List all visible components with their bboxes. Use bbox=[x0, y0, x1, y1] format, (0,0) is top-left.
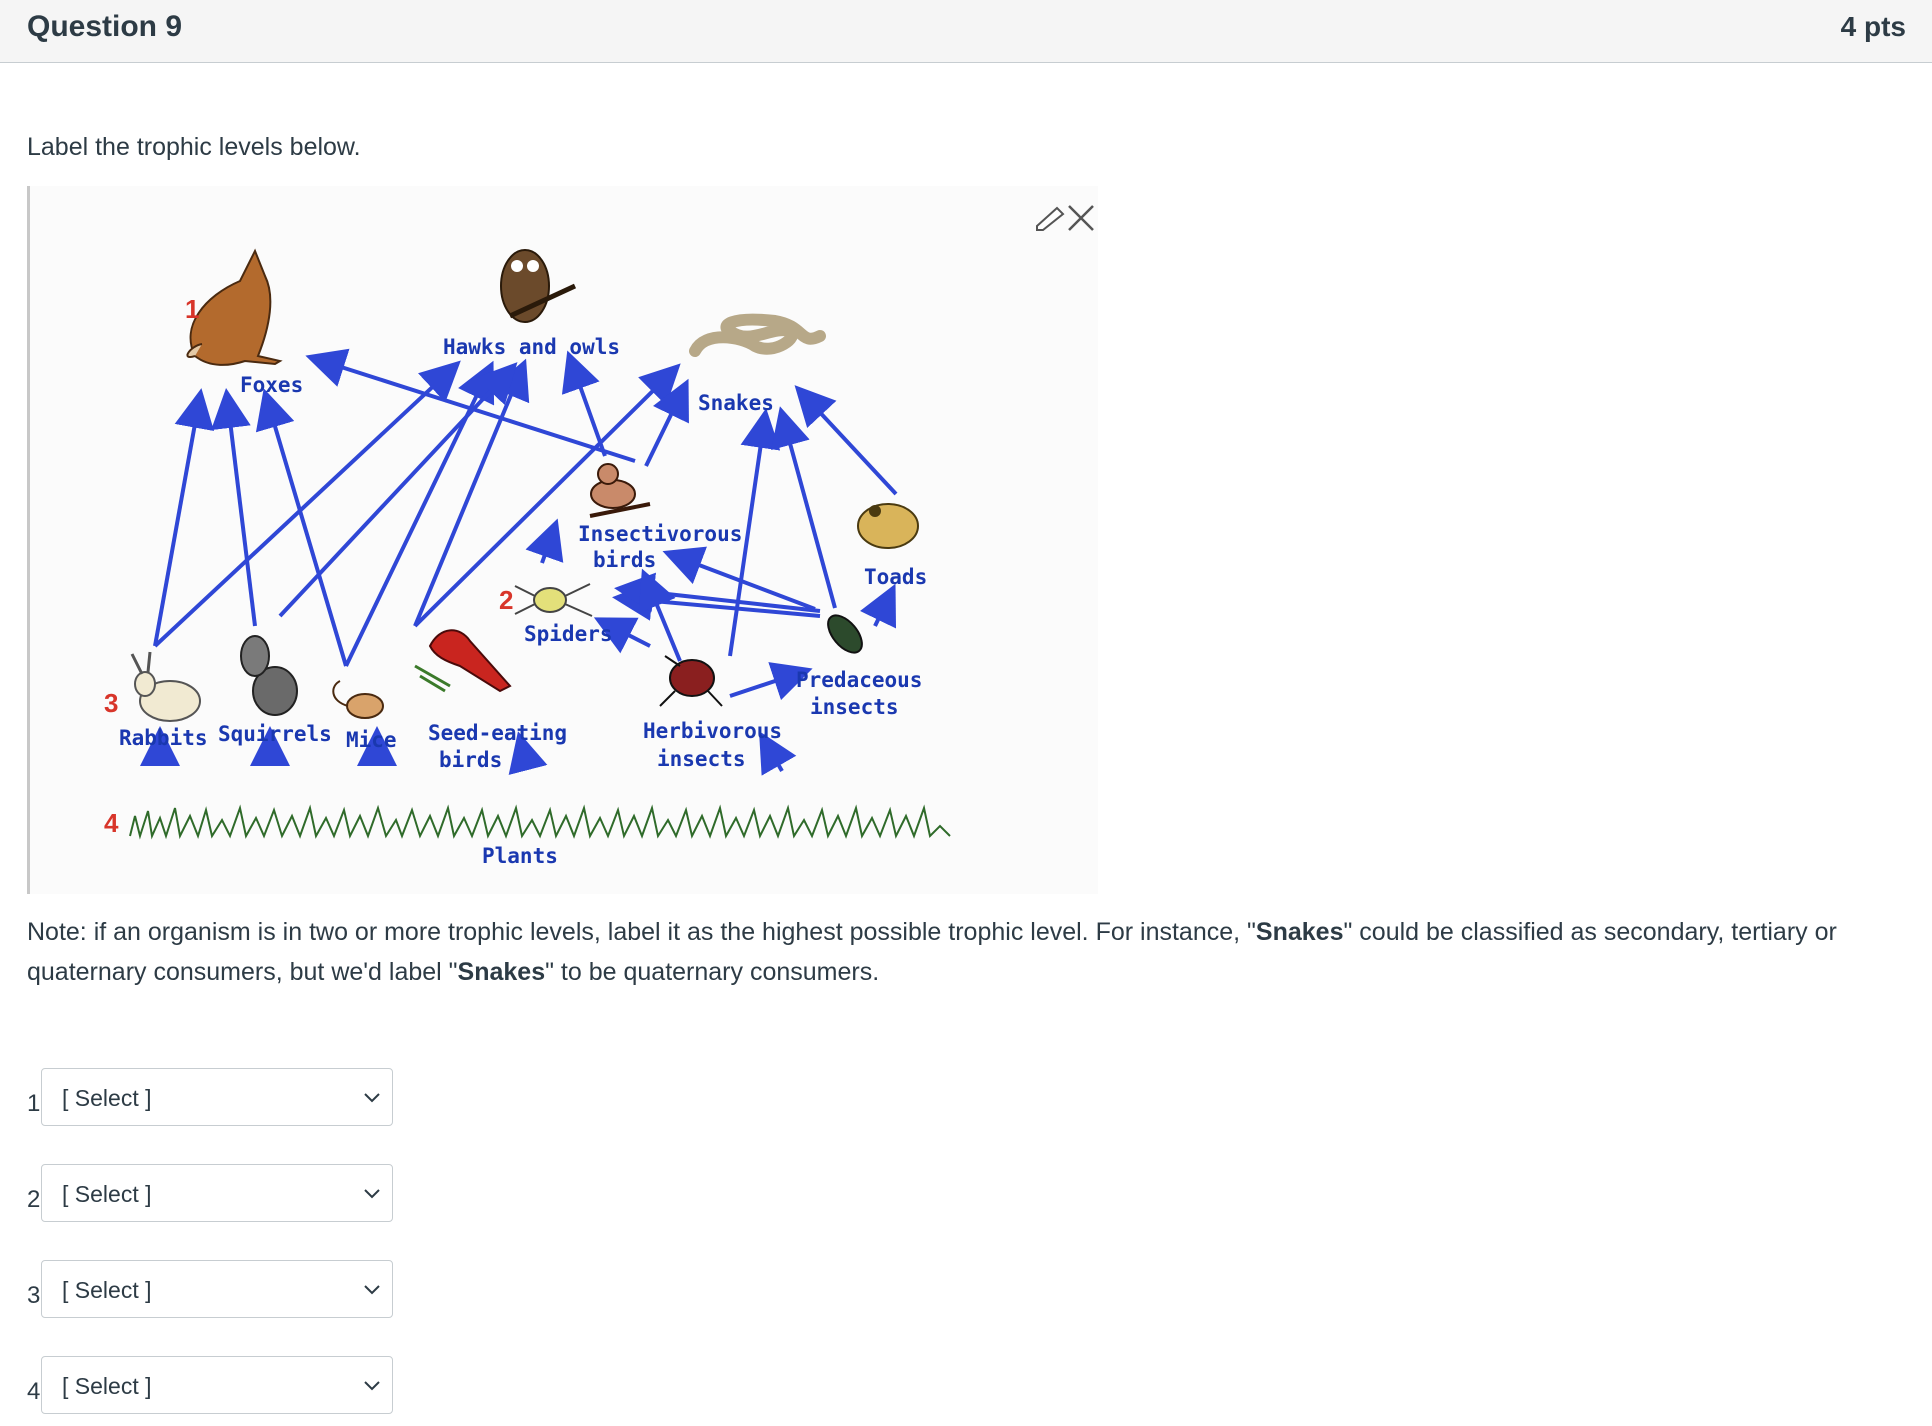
label-predaceous-line1: Predaceous bbox=[796, 668, 922, 692]
answer-select-1[interactable]: [ Select ] bbox=[41, 1068, 393, 1126]
answer-select-2[interactable]: [ Select ] bbox=[41, 1164, 393, 1222]
fox-illustration bbox=[186, 248, 283, 366]
toad-illustration bbox=[857, 503, 919, 549]
mouse-illustration bbox=[332, 680, 384, 719]
chevron-down-icon bbox=[364, 1093, 380, 1103]
label-insectivorous-birds-line1: Insectivorous bbox=[578, 522, 742, 546]
note-bold-snakes-1: Snakes bbox=[1255, 918, 1344, 946]
pencil-icon[interactable] bbox=[1036, 206, 1065, 231]
label-snakes: Snakes bbox=[698, 391, 774, 415]
owl-illustration bbox=[500, 249, 577, 323]
label-rabbits: Rabbits bbox=[119, 726, 208, 750]
answer-select-value: [ Select ] bbox=[62, 1277, 152, 1303]
answer-select-3[interactable]: [ Select ] bbox=[41, 1260, 393, 1318]
label-mice: Mice bbox=[346, 728, 397, 752]
label-seed-eating-birds-line2: birds bbox=[439, 748, 502, 772]
close-icon[interactable] bbox=[1068, 205, 1094, 231]
food-web-image: Hawks and owls Foxes Snakes Insectivorou… bbox=[27, 186, 1098, 894]
level-number-1: 1 bbox=[185, 294, 199, 324]
spider-illustration bbox=[514, 583, 593, 617]
insectivorous-bird-illustration bbox=[589, 463, 651, 518]
label-plants: Plants bbox=[482, 844, 558, 868]
question-title: Question 9 bbox=[27, 10, 183, 43]
label-herbivorous-line1: Herbivorous bbox=[643, 719, 782, 743]
food-web-diagram: Hawks and owls Foxes Snakes Insectivorou… bbox=[104, 248, 951, 868]
cardinal-illustration bbox=[414, 629, 512, 693]
answer-select-value: [ Select ] bbox=[62, 1373, 152, 1399]
label-insectivorous-birds-line2: birds bbox=[593, 548, 656, 572]
answer-number: 1 bbox=[27, 1090, 41, 1117]
answer-number: 2 bbox=[27, 1186, 41, 1213]
label-predaceous-line2: insects bbox=[810, 695, 899, 719]
chevron-down-icon bbox=[364, 1285, 380, 1295]
question-prompt: Label the trophic levels below. bbox=[27, 133, 361, 161]
label-spiders: Spiders bbox=[524, 622, 613, 646]
predaceous-insect-illustration bbox=[827, 614, 863, 654]
label-toads: Toads bbox=[864, 565, 927, 589]
answer-select-4[interactable]: [ Select ] bbox=[41, 1356, 393, 1414]
chevron-down-icon bbox=[364, 1381, 380, 1391]
label-seed-eating-birds-line1: Seed-eating bbox=[428, 721, 567, 745]
label-squirrels: Squirrels bbox=[218, 722, 332, 746]
chevron-down-icon bbox=[364, 1189, 380, 1199]
image-tools bbox=[1033, 196, 1097, 236]
label-hawks-owls: Hawks and owls bbox=[443, 335, 620, 359]
answer-select-value: [ Select ] bbox=[62, 1181, 152, 1207]
snake-illustration bbox=[689, 313, 826, 357]
label-foxes: Foxes bbox=[240, 373, 303, 397]
answer-select-value: [ Select ] bbox=[62, 1085, 152, 1111]
grass-illustration bbox=[129, 804, 951, 840]
question-points: 4 pts bbox=[1840, 11, 1906, 42]
answer-number: 4 bbox=[27, 1378, 41, 1405]
level-number-4: 4 bbox=[104, 808, 119, 838]
note-bold-snakes-2: Snakes bbox=[457, 958, 546, 986]
answer-number: 3 bbox=[27, 1282, 41, 1309]
herbivorous-insect-illustration bbox=[659, 655, 723, 707]
squirrel-illustration bbox=[240, 635, 298, 716]
level-number-2: 2 bbox=[499, 585, 513, 615]
label-herbivorous-line2: insects bbox=[657, 747, 746, 771]
question-header: Question 9 4 pts bbox=[0, 0, 1932, 63]
rabbit-illustration bbox=[130, 651, 201, 722]
food-web-arrows bbox=[140, 348, 898, 776]
question-note: Note: if an organism is in two or more t… bbox=[27, 918, 1837, 986]
level-number-3: 3 bbox=[104, 688, 118, 718]
